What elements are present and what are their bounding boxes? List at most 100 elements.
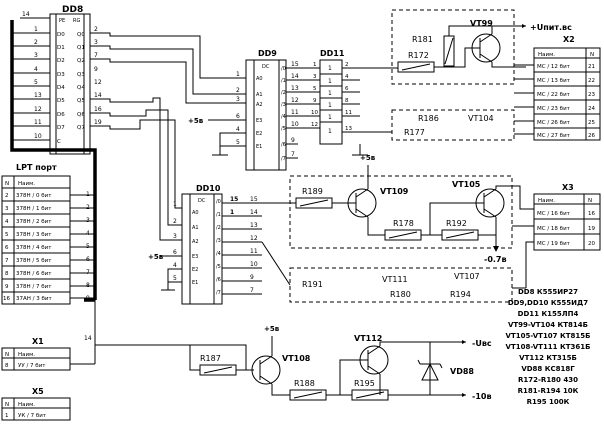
vt99-block: R172 R181 VT99 +Uпит.вс <box>392 19 572 73</box>
x2-connector: X2 Наим. N МС / 12 бит МС / 13 бит МС / … <box>514 35 601 141</box>
dd9-inpin-3: 6 <box>236 113 240 120</box>
x1-pin: 14 <box>84 335 92 342</box>
plus5-vt108: +5в <box>264 325 280 333</box>
legend-line-0: DD8 К555ИР27 <box>518 288 578 296</box>
dd10-out-0: /0 <box>216 199 221 205</box>
dd9-in-1: A1 <box>256 92 263 98</box>
dd11-pin-9: 11 <box>345 110 352 116</box>
x2-n-0: 21 <box>588 64 595 70</box>
r178-label: R178 <box>393 219 414 228</box>
dd10-out-2: /2 <box>216 225 221 231</box>
x2-header-n: N <box>590 52 594 58</box>
vt108-block: R187 +5в VT108 R188 R195 -10в VT112 -Uвс <box>95 325 492 401</box>
r191-label: R191 <box>302 280 323 289</box>
dd9-outpin-0: 15 <box>291 61 299 68</box>
dd11-out-0: 1 <box>328 65 332 72</box>
dd8-out-7: Q7 <box>77 125 85 131</box>
dd8-pin14: 14 <box>22 11 30 18</box>
dd8-pe: PE <box>59 18 65 24</box>
dd9-inpin-1: 2 <box>236 87 240 94</box>
dd10-inpin-3: 6 <box>173 249 177 256</box>
minus07-label: -0.7в <box>484 255 507 264</box>
lpt-row-7: 378H / 7 бит <box>16 284 52 290</box>
dd11-pin-0: 1 <box>313 62 317 68</box>
legend-line-5: VT108-VT111 КТ361Б <box>506 343 591 351</box>
vt105-label: VT105 <box>452 180 481 189</box>
dd8-in-4: D4 <box>57 85 65 91</box>
lpt-n-2: 4 <box>5 219 9 225</box>
dd9-out-5: /5 <box>281 126 286 132</box>
dd11-pin-6: 9 <box>313 98 317 104</box>
lpt-n-0: 2 <box>5 193 9 199</box>
x2-n-2: 23 <box>588 92 595 98</box>
x1-connector: X1 N Наим. 8 УУ / 7 бит 14 <box>1 300 254 371</box>
x5-row-name: УК / 7 бит <box>18 413 47 419</box>
lpt-row-1: 378H / 1 бит <box>16 206 52 212</box>
minus10-label: -10в <box>472 392 492 401</box>
x2-row-5: МС / 27 бит <box>537 133 571 139</box>
x2-n-5: 26 <box>588 133 595 139</box>
dd9-inpin-4: 4 <box>236 126 240 133</box>
dd8-outpin-7: 19 <box>94 119 102 126</box>
vt109-block: R189 +5в VT109 R178 R192 VT105 -0.7в <box>290 154 534 264</box>
dd8-in-2: D2 <box>57 58 65 64</box>
dd9-outpin-5: 10 <box>291 121 299 128</box>
x3-row-2: МС / 19 бит <box>537 241 571 247</box>
uvs-label: -Uвс <box>472 339 492 348</box>
lpt-row-8: 37AH / 3 бит <box>16 296 52 302</box>
dd11-out-1: 1 <box>328 78 332 85</box>
dd10-in-4: E2 <box>192 267 198 273</box>
vt104-label: VT104 <box>468 114 494 123</box>
x3-n-0: 16 <box>588 211 595 217</box>
dd10-outpin-6: 9 <box>250 274 254 281</box>
x2-rows: МС / 12 бит МС / 13 бит МС / 22 бит МС /… <box>534 64 600 139</box>
r186-label: R186 <box>418 114 439 123</box>
x1-header-n: N <box>5 352 9 358</box>
legend-line-8: R172-R180 430 <box>518 376 578 384</box>
dd10-out-1: /1 <box>216 212 221 218</box>
dd9-title: DD9 <box>258 49 277 58</box>
dd11-pin-10: 12 <box>311 122 318 128</box>
dd10-inpin-2: 3 <box>173 233 177 240</box>
dd8-outpin-4: 12 <box>94 79 102 86</box>
dd10-chip: DD10 DC A0 A1 A2 E3 E2 E1 1 2 3 6 4 5 +5… <box>148 184 290 305</box>
dd11-out-5: 1 <box>328 128 332 135</box>
dd11-pin-2: 3 <box>313 74 317 80</box>
dd9-outpin-6: 9 <box>291 137 295 144</box>
legend-line-1: DD9,DD10 К555ИД7 <box>508 299 588 307</box>
dd8-in-7: D7 <box>57 125 65 131</box>
dd8-inpin-4: 5 <box>34 79 38 86</box>
dd8-out-5: Q5 <box>77 98 85 104</box>
dd10-in-1: A1 <box>192 225 199 231</box>
dd8-outpin-6: 16 <box>94 106 102 113</box>
dd11-pin-1: 2 <box>345 62 349 68</box>
dd9-chip: DD9 DC A0 A1 A2 E3 E2 E1 1 2 3 6 4 5 +5в… <box>188 49 320 171</box>
lpt-header-n: N <box>5 181 9 187</box>
x2-n-3: 24 <box>588 106 595 112</box>
dd9-out-0: /0 <box>281 66 286 72</box>
lpt-rows: 2 3 4 5 6 7 8 9 16 378H / 0 бит 378H / 1… <box>2 191 95 302</box>
dd9-inpin-0: 1 <box>236 71 240 78</box>
vt108-label: VT108 <box>282 354 311 363</box>
dd9-in-0: A0 <box>256 76 263 82</box>
x3-header-n: N <box>588 198 592 204</box>
x3-n-2: 20 <box>588 241 595 247</box>
dd8-out-6: Q6 <box>77 112 85 118</box>
legend-line-7: VD88 КС818Г <box>521 365 575 373</box>
x2-n-1: 22 <box>588 78 595 84</box>
dd10-inpin-0: 1 <box>173 201 177 208</box>
dd8-out-0: Q0 <box>77 32 85 38</box>
r181-label: R181 <box>412 35 433 44</box>
lpt-n-5: 7 <box>5 258 9 264</box>
lpt-header-name: Наим. <box>18 181 35 187</box>
dd9-outpin-1: 14 <box>291 73 299 80</box>
x2-row-4: МС / 26 бит <box>537 120 571 126</box>
dd11-pin-3: 4 <box>345 74 349 80</box>
dd8-inpin-7: 11 <box>34 119 42 126</box>
lpt-n-1: 3 <box>5 206 9 212</box>
x2-row-3: МС / 23 бит <box>537 106 571 112</box>
plus5-dd9: +5в <box>188 117 204 125</box>
x5-header-name: Наим. <box>18 402 35 408</box>
dd11-chip: DD11 1 1 1 1 1 1 1 3 5 9 10 12 2 4 6 8 1… <box>311 49 392 156</box>
lpt-title: LPT порт <box>16 163 57 172</box>
